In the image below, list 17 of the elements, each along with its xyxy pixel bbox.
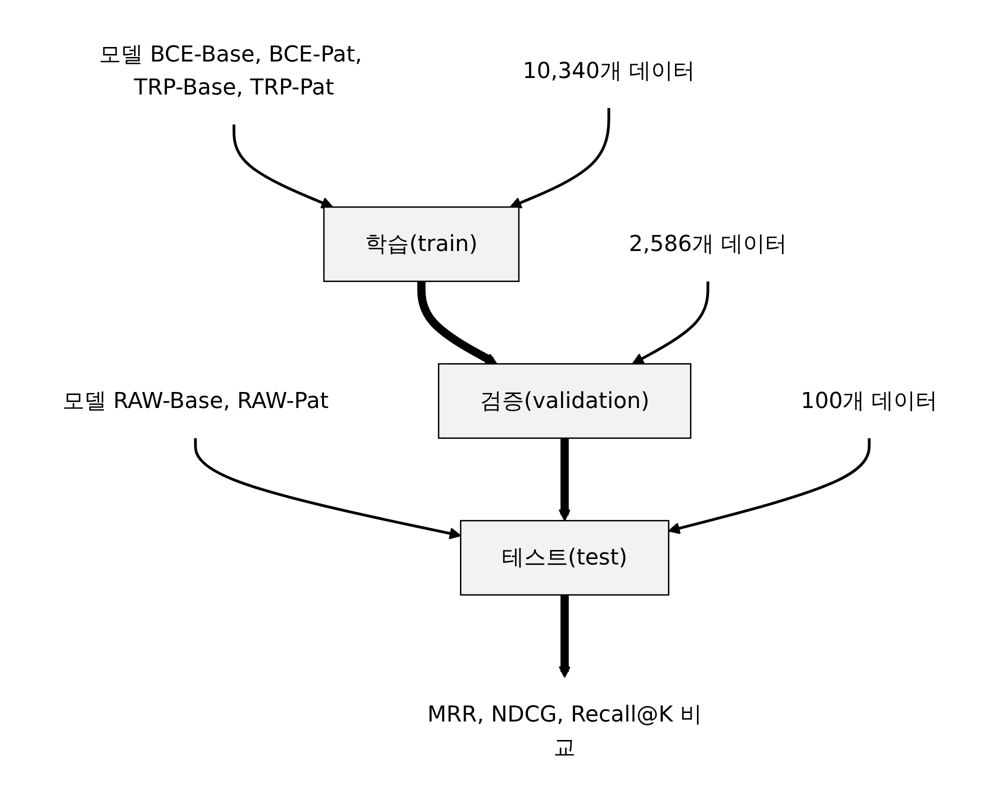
node-text: 모델 RAW-Base, RAW-Pat	[62, 387, 328, 414]
arrow	[558, 438, 570, 522]
node-box: 검증(validation)	[437, 363, 691, 439]
arrow	[416, 281, 497, 365]
node-text: MRR, NDCG, Recall@K 비교	[426, 700, 702, 760]
node-text: 모델 BCE-Base, BCE-Pat, TRP-Base, TRP-Pat	[98, 40, 362, 100]
arrow	[232, 124, 333, 208]
node-text: 10,340개 데이터	[522, 57, 694, 84]
arrow	[631, 281, 709, 364]
arrow	[668, 438, 870, 534]
node-box: 테스트(test)	[459, 520, 669, 596]
arrow	[194, 438, 461, 540]
node-text: 2,586개 데이터	[628, 230, 786, 257]
node-text: 100개 데이터	[800, 387, 938, 414]
node-box: 학습(train)	[322, 206, 520, 282]
arrow	[509, 108, 610, 208]
arrow	[558, 594, 570, 678]
